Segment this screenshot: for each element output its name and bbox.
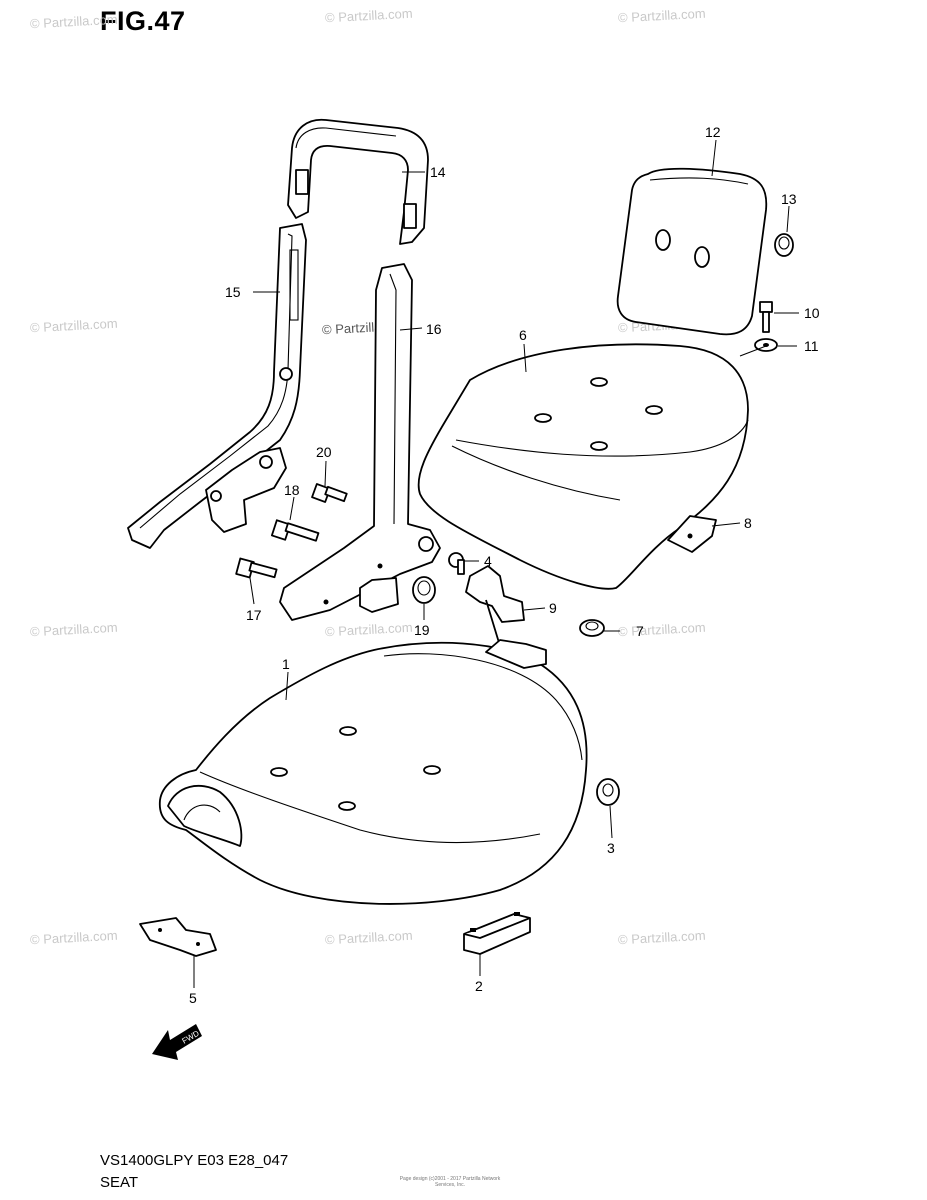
copyright-fine-print: Page design (c)2001 - 2017 Partzilla Net… <box>399 1176 501 1188</box>
part-5-bracket[interactable] <box>139 917 217 957</box>
part-9-bracket[interactable] <box>465 565 525 655</box>
callout-7: 7 <box>636 623 644 639</box>
part-6-passenger-seat[interactable] <box>417 343 749 590</box>
part-20-bolt[interactable] <box>311 483 348 503</box>
figure-title: FIG.47 <box>100 6 186 36</box>
callout-20: 20 <box>316 444 332 460</box>
part-1-rider-seat[interactable] <box>158 639 588 905</box>
callout-6: 6 <box>519 327 527 343</box>
part-14-grab-handle[interactable] <box>287 118 429 245</box>
callout-18: 18 <box>284 482 300 498</box>
callout-13: 13 <box>781 191 797 207</box>
part-10-bolt[interactable] <box>759 301 773 333</box>
part-8-plate[interactable] <box>667 515 717 553</box>
callout-15: 15 <box>225 284 241 300</box>
fwd-arrow-icon: FWD <box>152 1024 202 1060</box>
callout-9: 9 <box>549 600 557 616</box>
callout-12: 12 <box>705 124 721 140</box>
callout-10: 10 <box>804 305 820 321</box>
callout-3: 3 <box>607 840 615 856</box>
callout-2: 2 <box>475 978 483 994</box>
part-4-bolt[interactable] <box>448 552 465 575</box>
part-16-right-backrest-stay[interactable] <box>279 263 441 621</box>
part-2-cushion[interactable] <box>463 912 531 955</box>
part-13-nut[interactable] <box>774 233 794 257</box>
callout-5: 5 <box>189 990 197 1006</box>
callout-16: 16 <box>426 321 442 337</box>
leader-lines <box>193 139 799 988</box>
callout-8: 8 <box>744 515 752 531</box>
callout-4: 4 <box>484 553 492 569</box>
part-3-nut[interactable] <box>596 778 620 806</box>
callout-19: 19 <box>414 622 430 638</box>
callout-1: 1 <box>282 656 290 672</box>
part-19-nut[interactable] <box>412 576 436 604</box>
callout-14: 14 <box>430 164 446 180</box>
section-name: SEAT <box>100 1174 139 1191</box>
callout-11: 11 <box>804 338 819 354</box>
part-12-backrest-pad[interactable] <box>616 167 768 336</box>
part-15-left-backrest-stay[interactable] <box>127 223 307 549</box>
part-18-bolt[interactable] <box>270 519 320 542</box>
part-17-bolt[interactable] <box>235 557 278 579</box>
model-code: VS1400GLPY E03 E28_047 <box>100 1152 289 1169</box>
part-7-nut[interactable] <box>579 619 605 637</box>
callout-17: 17 <box>246 607 262 623</box>
